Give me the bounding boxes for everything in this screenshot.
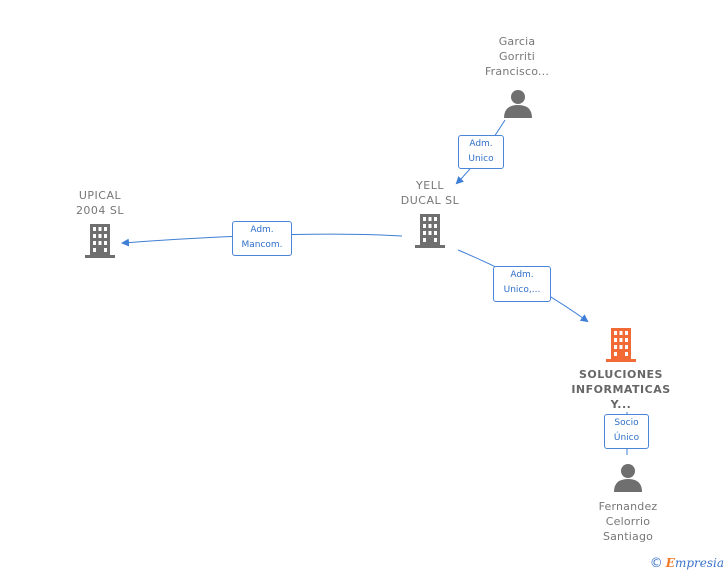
label-line: YELL xyxy=(416,179,444,192)
edge-label-line: Unico xyxy=(468,154,494,164)
label-line: Santiago xyxy=(602,530,654,543)
label-line: INFORMATICAS xyxy=(571,383,671,396)
node-label: YELL DUCAL SL xyxy=(360,178,500,208)
edge-label-yell-upical[interactable]: Adm. Mancom. xyxy=(232,221,292,256)
edge-label-garcia-yell[interactable]: Adm. Unico xyxy=(458,135,504,169)
label-line: Y... xyxy=(610,398,632,411)
edge-label-line: Único xyxy=(613,433,640,443)
edge-label-line: Unico,... xyxy=(503,285,541,295)
edge-label-line: Adm. xyxy=(250,225,274,235)
node-label: Garcia Gorriti Francisco... xyxy=(447,34,587,79)
copyright-symbol: © xyxy=(649,556,663,571)
label-line: SOLUCIONES xyxy=(579,368,663,381)
building-icon xyxy=(606,328,636,362)
edge-label-fernandez-soluciones[interactable]: Socio Único xyxy=(604,414,649,449)
label-line: Fernandez xyxy=(598,500,658,513)
label-line: Celorrio xyxy=(605,515,651,528)
brand-name: mpresia xyxy=(674,556,724,570)
node-label: UPICAL 2004 SL xyxy=(30,188,170,218)
building-icon xyxy=(85,224,115,258)
label-line: DUCAL SL xyxy=(400,194,460,207)
node-label: SOLUCIONES INFORMATICAS Y... xyxy=(551,367,691,412)
edge-label-line: Socio xyxy=(614,418,639,428)
edge-label-line: Adm. xyxy=(510,270,534,280)
edge-label-line: Mancom. xyxy=(241,240,283,250)
brand-initial: E xyxy=(665,556,675,570)
label-line: Garcia xyxy=(498,35,536,48)
label-line: Gorriti xyxy=(499,50,535,63)
building-icon xyxy=(415,214,445,248)
edge-label-yell-soluciones[interactable]: Adm. Unico,... xyxy=(493,266,551,302)
empresia-watermark: ©Empresia xyxy=(650,556,724,571)
label-line: 2004 SL xyxy=(75,204,125,217)
label-line: UPICAL xyxy=(78,189,122,202)
person-icon xyxy=(504,90,532,118)
label-line: Francisco... xyxy=(484,65,550,78)
node-label: Fernandez Celorrio Santiago xyxy=(558,499,698,544)
edge-label-line: Adm. xyxy=(469,139,493,149)
person-icon xyxy=(614,464,642,492)
